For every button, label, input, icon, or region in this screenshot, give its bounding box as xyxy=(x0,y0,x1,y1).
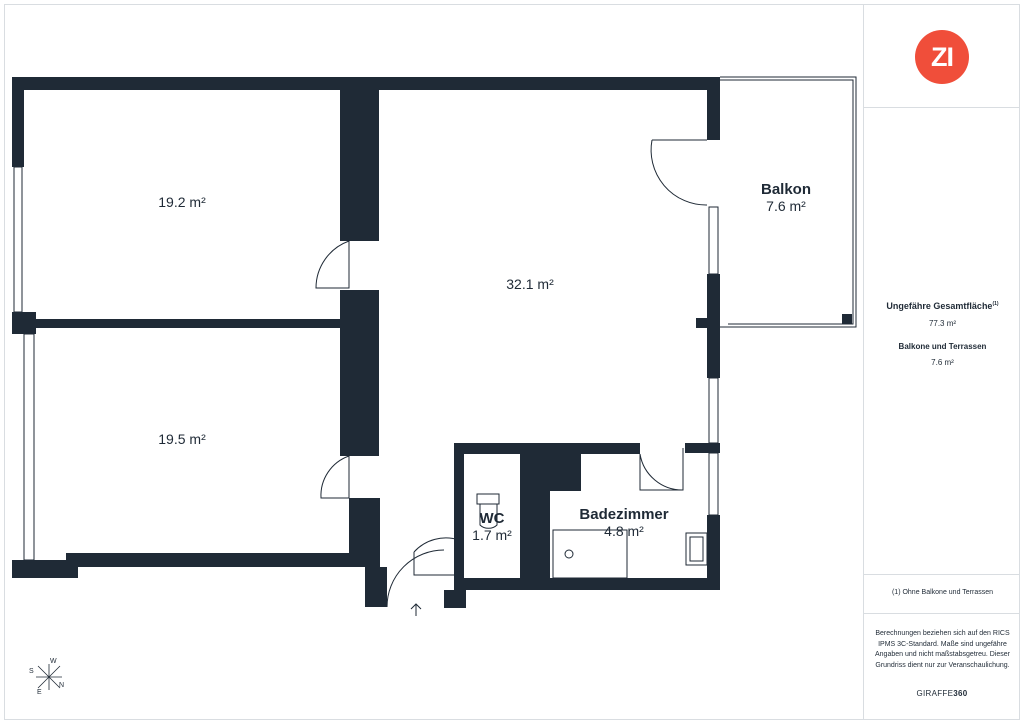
total-area-value: 77.3 m² xyxy=(928,319,957,328)
room-name: Balkon xyxy=(760,181,811,198)
openings xyxy=(13,76,857,616)
room-area: 7.6 m² xyxy=(766,198,806,214)
room-area: 19.5 m² xyxy=(158,431,206,447)
room-wc: WC 1.7 m² xyxy=(456,510,528,543)
company-logo: ZI xyxy=(915,30,969,84)
footnote-marker: (1) xyxy=(992,301,999,307)
room-balkon: Balkon 7.6 m² xyxy=(734,181,838,214)
room-name: Badezimmer xyxy=(579,506,669,523)
compass-n: N xyxy=(59,682,65,689)
room-badezimmer: Badezimmer 4.8 m² xyxy=(566,506,682,539)
disclaimer-text: Berechnungen beziehen sich auf den RICS … xyxy=(874,630,1011,669)
room-bedroom-2: 19.5 m² xyxy=(130,431,234,447)
room-area: 19.2 m² xyxy=(158,194,206,210)
walls xyxy=(12,77,852,608)
room-area: 4.8 m² xyxy=(604,523,644,539)
room-living: 32.1 m² xyxy=(478,276,582,292)
compass-rose-icon xyxy=(36,664,62,690)
divider xyxy=(864,107,1020,108)
divider xyxy=(864,613,1020,614)
compass-s: S xyxy=(29,668,34,675)
balcony-area-label: Balkone und Terrassen xyxy=(898,342,987,351)
room-bedroom-1: 19.2 m² xyxy=(130,194,234,210)
brand-mark: GIRAFFE360 xyxy=(916,689,968,698)
balcony-area-value: 7.6 m² xyxy=(931,358,954,367)
compass-w: W xyxy=(50,658,57,665)
total-area-label: Ungefähre Gesamtfläche(1) xyxy=(886,301,999,311)
compass-e: E xyxy=(37,689,42,696)
page-frame xyxy=(4,4,1020,720)
divider xyxy=(864,574,1020,575)
footnote-text: (1) Ohne Balkone und Terrassen xyxy=(891,589,994,596)
room-name: WC xyxy=(479,510,505,527)
compass: W S E N xyxy=(28,656,70,698)
room-area: 32.1 m² xyxy=(506,276,554,292)
room-area: 1.7 m² xyxy=(472,527,512,543)
sidebar: ZI Ungefähre Gesamtfläche(1) 77.3 m² Bal… xyxy=(863,4,1020,720)
